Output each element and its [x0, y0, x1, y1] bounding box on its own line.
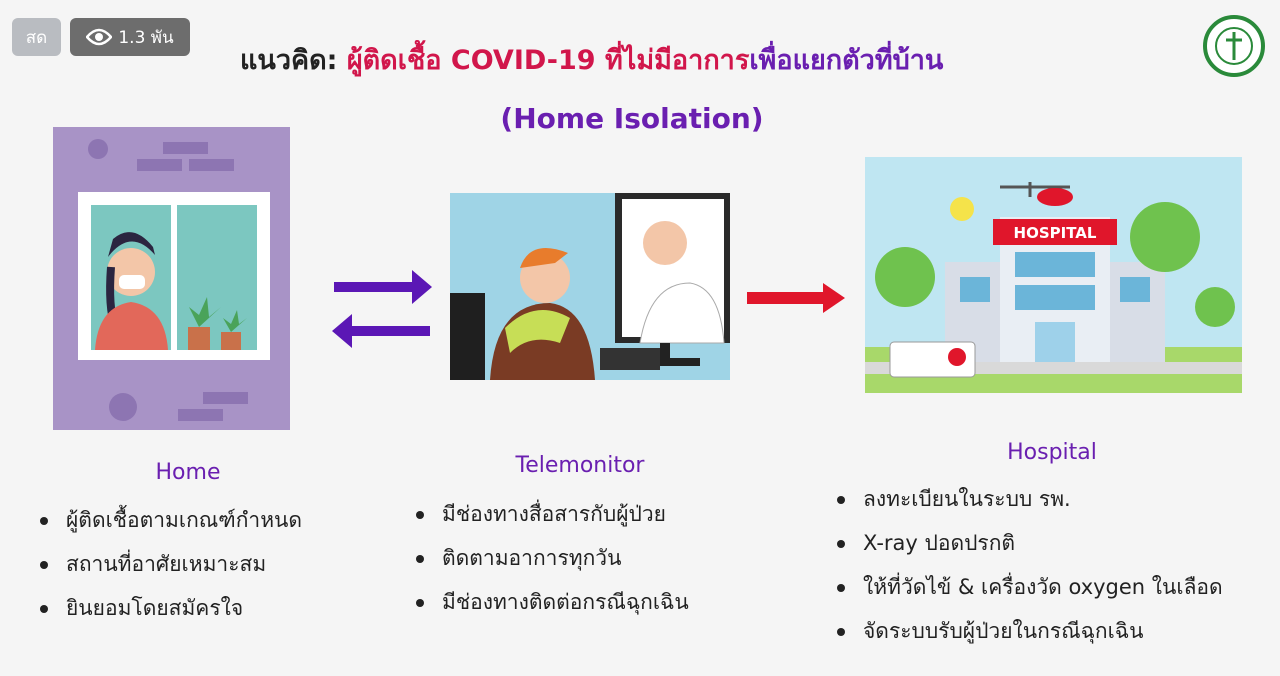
list-item: ติดตามอาการทุกวัน: [414, 536, 689, 580]
title-purple: เพื่อแยกตัวที่บ้าน: [749, 45, 944, 76]
list-item: ให้ที่วัดไข้ & เครื่องวัด oxygen ในเลือด: [835, 565, 1223, 609]
hospital-illustration: HOSPITAL: [865, 157, 1242, 393]
list-item: ลงทะเบียนในระบบ รพ.: [835, 477, 1223, 521]
list-item: X-ray ปอดปรกติ: [835, 521, 1223, 565]
home-illustration: [53, 127, 290, 430]
view-count: 1.3 พัน: [118, 27, 174, 48]
list-item: มีช่องทางติดต่อกรณีฉุกเฉิน: [414, 580, 689, 624]
live-label: สด: [25, 27, 48, 48]
arrow-right-red: [747, 283, 845, 313]
hospital-list: ลงทะเบียนในระบบ รพ. X-ray ปอดปรกติ ให้ที…: [835, 477, 1223, 653]
view-count-badge: 1.3 พัน: [70, 18, 190, 56]
list-item: มีช่องทางสื่อสารกับผู้ป่วย: [414, 492, 689, 536]
telemonitor-list: มีช่องทางสื่อสารกับผู้ป่วย ติดตามอาการทุ…: [414, 492, 689, 624]
live-badge: สด: [12, 18, 61, 56]
hospital-label: Hospital: [1007, 440, 1097, 465]
home-label: Home: [155, 460, 221, 485]
home-list: ผู้ติดเชื้อตามเกณฑ์กำหนด สถานที่อาศัยเหม…: [38, 498, 302, 630]
bidirectional-arrows: [332, 270, 432, 348]
slide-title: แนวคิด: ผู้ติดเชื้อ COVID-19 ที่ไม่มีอาก…: [240, 38, 943, 81]
telemonitor-illustration: [450, 193, 730, 380]
list-item: จัดระบบรับผู้ป่วยในกรณีฉุกเฉิน: [835, 609, 1223, 653]
ministry-logo: [1203, 15, 1265, 77]
title-red: ผู้ติดเชื้อ COVID-19 ที่ไม่มีอาการ: [346, 45, 750, 76]
list-item: ผู้ติดเชื้อตามเกณฑ์กำหนด: [38, 498, 302, 542]
telemonitor-label: Telemonitor: [515, 453, 645, 478]
slide-subtitle: (Home Isolation): [500, 102, 764, 135]
list-item: สถานที่อาศัยเหมาะสม: [38, 542, 302, 586]
eye-icon: [86, 28, 113, 46]
title-prefix: แนวคิด:: [240, 45, 347, 76]
hospital-sign: HOSPITAL: [1014, 224, 1097, 242]
list-item: ยินยอมโดยสมัครใจ: [38, 586, 302, 630]
